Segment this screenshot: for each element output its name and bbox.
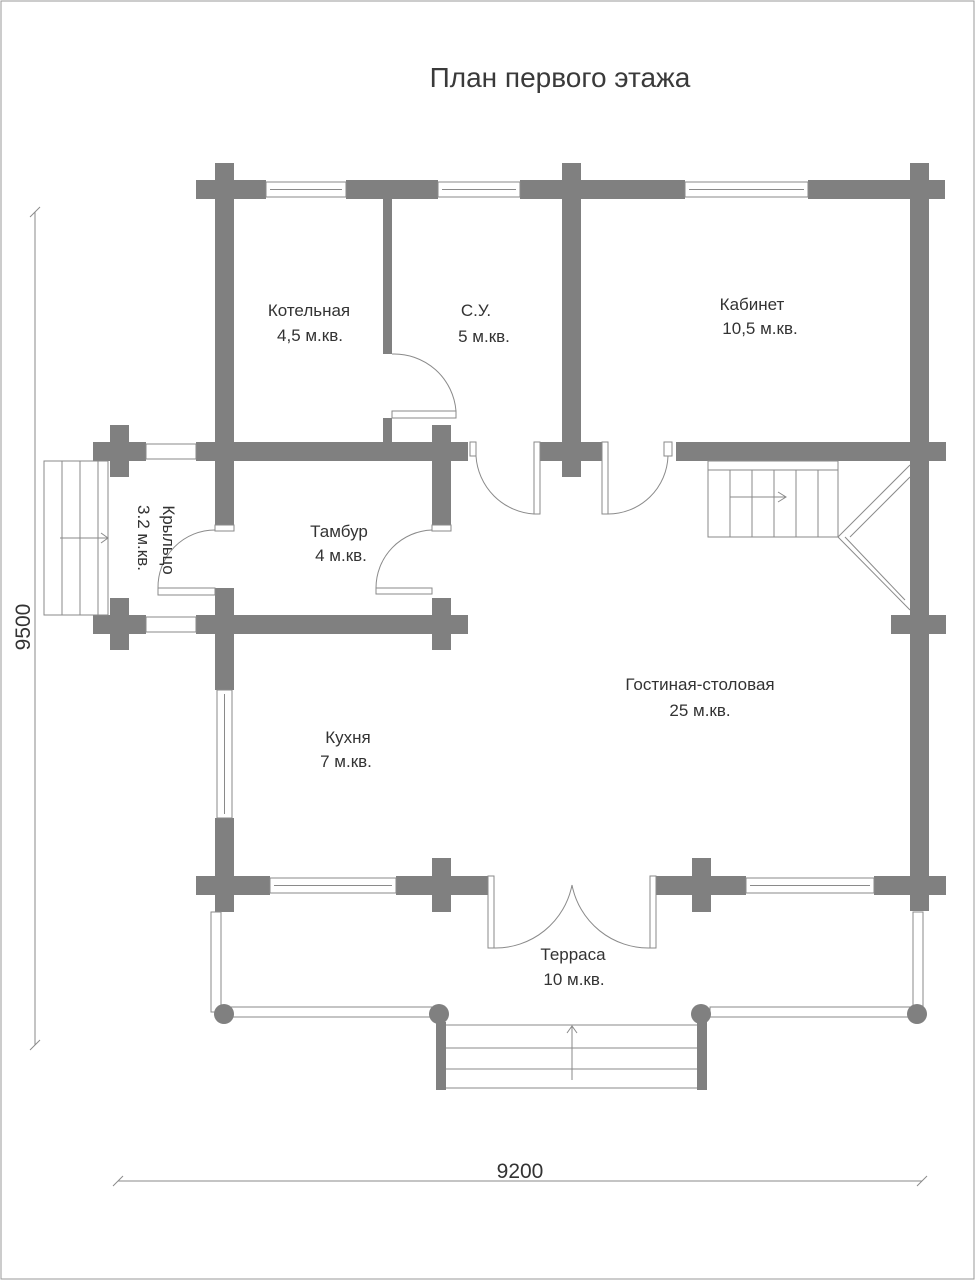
porch-steps — [43, 460, 109, 616]
room-name-terrace: Терраса — [540, 945, 606, 964]
room-area-wc: 5 м.кв. — [458, 327, 510, 346]
room-area-vestibule: 4 м.кв. — [315, 546, 367, 565]
room-area-office: 10,5 м.кв. — [722, 319, 797, 338]
room-name-office: Кабинет — [720, 295, 785, 314]
room-name-living: Гостиная-столовая — [625, 675, 774, 694]
room-area-boiler: 4,5 м.кв. — [277, 326, 343, 345]
room-name-vestibule: Тамбур — [310, 522, 368, 541]
walls — [93, 163, 946, 912]
terrace-outline — [210, 911, 927, 1024]
room-name-kitchen: Кухня — [325, 728, 371, 747]
dimension-lines — [29, 206, 928, 1187]
windows — [145, 181, 875, 894]
room-area-terrace: 10 м.кв. — [543, 970, 604, 989]
room-name-porch: Крыльцо — [159, 505, 178, 574]
terrace-steps — [436, 1022, 707, 1090]
room-area-porch: 3.2 м.кв. — [134, 505, 153, 571]
height-dimension: 9500 — [12, 604, 35, 651]
staircase — [707, 460, 911, 611]
room-name-wc: С.У. — [461, 301, 491, 320]
doors — [157, 353, 673, 949]
width-dimension: 9200 — [497, 1160, 544, 1183]
room-name-boiler: Котельная — [268, 301, 350, 320]
room-area-living: 25 м.кв. — [669, 701, 730, 720]
plan-title: План первого этажа — [430, 62, 691, 93]
room-area-kitchen: 7 м.кв. — [320, 752, 372, 771]
